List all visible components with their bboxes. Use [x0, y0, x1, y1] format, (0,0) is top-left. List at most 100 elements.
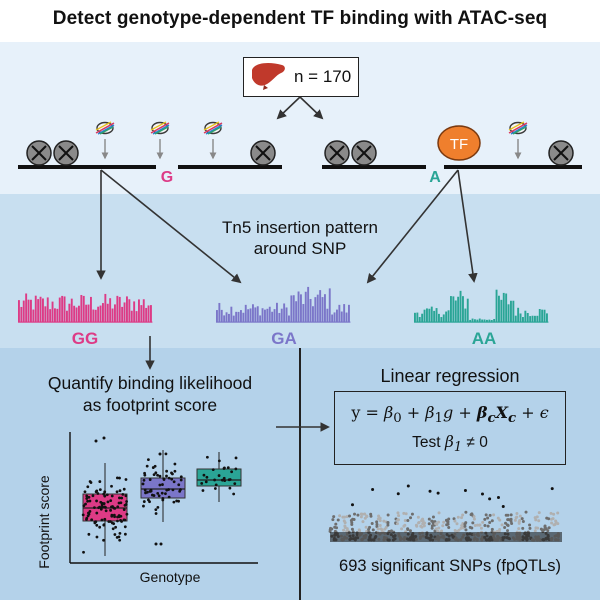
box-point	[172, 500, 176, 504]
manhattan-point	[459, 526, 463, 530]
manhattan-point	[409, 516, 413, 520]
tn5-title-line2: around SNP	[253, 239, 347, 258]
regression-test: Test β1 ≠ 0	[412, 433, 488, 456]
manhattan-point	[342, 528, 346, 532]
manhattan-point	[547, 517, 551, 521]
histogram-bar	[268, 306, 271, 322]
manhattan-point	[375, 524, 379, 528]
manhattan-point	[389, 529, 393, 533]
manhattan-point	[481, 520, 485, 524]
arrow-left-to-ga	[100, 169, 242, 284]
manhattan-point	[483, 524, 487, 528]
tn5-icon	[203, 121, 223, 135]
manhattan-point	[427, 517, 431, 521]
manhattan-point	[506, 529, 510, 533]
histogram-bar	[430, 306, 433, 322]
manhattan-point	[533, 516, 537, 520]
boxplot-x-label: Genotype	[139, 569, 201, 585]
box-point	[167, 476, 171, 480]
box-point	[82, 550, 85, 554]
histogram-bar	[80, 294, 83, 322]
sample-count-label: n = 170	[294, 67, 352, 86]
box-point	[226, 466, 230, 470]
regression-equation: y = β0 + β1g + βcXc + ϵ	[351, 403, 549, 427]
manhattan-point	[406, 518, 410, 522]
histogram-bar	[459, 290, 462, 322]
histogram-bar	[426, 308, 428, 322]
manhattan-point	[402, 524, 406, 528]
histogram-bar	[30, 299, 32, 322]
box-point	[173, 462, 177, 466]
manhattan-point	[463, 488, 467, 492]
manhattan-point	[356, 513, 360, 517]
manhattan-point	[471, 521, 475, 525]
manhattan-point	[517, 521, 521, 525]
allele-g-label: G	[161, 169, 173, 186]
dna-right-segment2	[444, 165, 582, 169]
manhattan-point	[434, 527, 438, 531]
box-outlier	[158, 452, 162, 456]
histogram-bar	[135, 311, 138, 322]
box-point	[84, 502, 87, 506]
box-point	[104, 509, 108, 513]
histogram-bar	[498, 295, 500, 322]
box-point	[109, 499, 113, 503]
box-point	[158, 474, 162, 478]
manhattan-point	[490, 527, 494, 531]
box-point	[122, 508, 126, 512]
box-point	[164, 452, 168, 456]
manhattan-point	[416, 515, 420, 519]
box-point	[110, 484, 113, 488]
histogram-bar	[502, 292, 505, 322]
box-point	[145, 464, 149, 468]
manhattan-point	[369, 514, 373, 518]
histogram-bar	[517, 307, 520, 322]
box-point	[179, 475, 183, 479]
manhattan-point	[430, 526, 434, 530]
histogram-bar	[423, 309, 426, 322]
histogram-bar	[421, 313, 424, 322]
histogram-bar	[109, 298, 112, 322]
box-outlier	[154, 542, 158, 546]
manhattan-point	[396, 492, 400, 496]
manhattan-point	[345, 515, 349, 519]
manhattan-point	[384, 525, 388, 529]
box-point	[152, 473, 156, 477]
histogram-bar	[94, 309, 97, 322]
box-point	[102, 492, 106, 496]
histogram-bar	[331, 314, 334, 322]
manhattan-point	[336, 518, 340, 522]
histogram-bar	[244, 304, 247, 322]
manhattan-point	[350, 503, 354, 507]
manhattan-point	[547, 526, 551, 530]
histogram-bar	[273, 309, 276, 322]
box-point	[94, 520, 98, 524]
manhattan-point	[488, 497, 492, 501]
histogram-bar	[481, 319, 484, 322]
histogram-bar	[418, 317, 421, 322]
histogram-bar	[66, 310, 68, 322]
histogram-bar	[87, 304, 90, 322]
histogram-bar	[428, 308, 431, 322]
manhattan-point	[376, 527, 380, 531]
histogram-bar	[99, 305, 102, 322]
manhattan-point	[534, 526, 538, 530]
histogram-bar	[519, 313, 522, 322]
box-point	[95, 535, 99, 539]
histogram-bar	[25, 293, 28, 322]
manhattan-point	[348, 514, 352, 518]
panel-divider	[299, 348, 301, 600]
histogram-bar	[328, 288, 331, 322]
box-point	[142, 500, 146, 503]
manhattan-point	[427, 522, 431, 526]
manhattan-point	[461, 513, 465, 517]
histogram-bar	[466, 298, 469, 322]
manhattan-point	[550, 487, 554, 491]
box-point	[100, 518, 104, 522]
histogram-bar	[39, 296, 42, 322]
histogram-bar	[44, 306, 47, 322]
box-point	[147, 498, 150, 502]
manhattan-point	[509, 513, 513, 517]
box-point	[96, 492, 100, 495]
box-point	[120, 496, 124, 500]
